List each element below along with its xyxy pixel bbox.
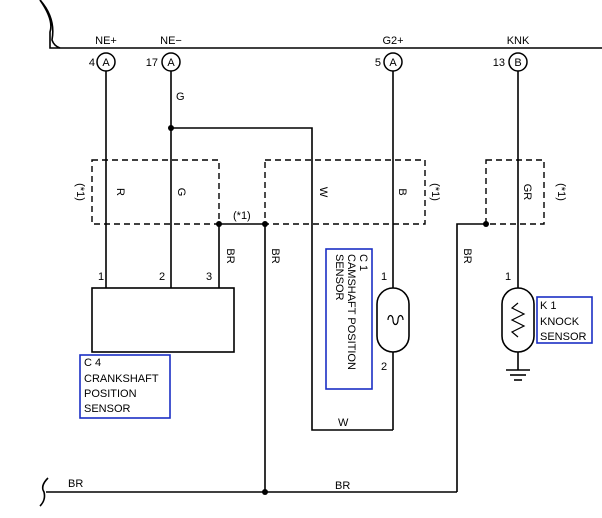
shield-box-crank xyxy=(91,159,220,225)
terminal-pin: 13 xyxy=(493,57,505,69)
terminal-pin: 5 xyxy=(375,57,381,69)
camshaft-label-box xyxy=(325,248,373,390)
splice-bottom xyxy=(262,489,268,495)
crank-pin-3: 3 xyxy=(206,271,212,283)
note-star1-left: (*1) xyxy=(74,183,86,201)
knock-sensor-body xyxy=(501,287,535,353)
wire-label-b: B xyxy=(396,188,408,195)
camshaft-name-1: CAMSHAFT POSITION xyxy=(345,254,357,370)
wire-br-knock xyxy=(456,223,486,492)
wire-label-g: G xyxy=(175,188,187,197)
crank-pin-2: 2 xyxy=(159,271,165,283)
wire-label-br-crank: BR xyxy=(224,248,236,263)
wire-label-br-knock: BR xyxy=(461,248,473,263)
knock-name-1: KNOCK xyxy=(540,316,580,328)
wire-label-br-bottom-mid: BR xyxy=(335,480,350,492)
camshaft-code: C 1 xyxy=(357,254,369,271)
crankshaft-sensor-body xyxy=(91,287,235,353)
terminal-signal: NE− xyxy=(160,35,182,47)
terminal-g2-plus: G2+ 5 A xyxy=(375,35,404,72)
camshaft-coil-icon xyxy=(387,314,404,326)
knock-label-box xyxy=(536,296,593,344)
terminal-ne-plus: NE+ 4 A xyxy=(89,35,117,72)
knock-pin-1: 1 xyxy=(505,271,511,283)
crankshaft-code: C 4 xyxy=(84,357,101,369)
terminal-signal: G2+ xyxy=(382,35,403,47)
cam-pin-2: 2 xyxy=(381,361,387,373)
note-star1-knock: (*1) xyxy=(555,183,567,201)
terminal-signal: KNK xyxy=(507,35,530,47)
terminal-pin: 4 xyxy=(89,57,95,69)
wire-label-br-bottom-left: BR xyxy=(68,478,83,490)
wire-label-br-mid: BR xyxy=(269,248,281,263)
ecu-boundary-top xyxy=(39,0,61,49)
terminal-connector: A xyxy=(389,57,397,69)
crankshaft-label-box xyxy=(79,354,171,419)
wire-label-g-top: G xyxy=(176,91,185,103)
wire-label-w-bottom: W xyxy=(338,417,349,429)
knock-code: K 1 xyxy=(540,300,557,312)
wire-label-w: W xyxy=(317,187,329,198)
terminal-signal: NE+ xyxy=(95,35,117,47)
terminal-ne-minus: NE− 17 A xyxy=(146,35,182,72)
knock-name-2: SENSOR xyxy=(540,331,587,343)
wire-label-gr: GR xyxy=(521,184,533,201)
shield-box-cam xyxy=(264,159,426,225)
ground-boundary xyxy=(39,477,49,507)
knock-element-icon xyxy=(510,302,526,338)
wire-shield-w xyxy=(171,127,393,431)
terminal-connector: A xyxy=(102,57,110,69)
camshaft-name-2: SENSOR xyxy=(333,254,345,301)
terminal-pin: 17 xyxy=(146,57,158,69)
note-star1-cam: (*1) xyxy=(429,183,441,201)
crankshaft-name-1: CRANKSHAFT xyxy=(84,373,159,385)
shield-box-knock xyxy=(485,159,545,225)
terminal-connector: B xyxy=(514,57,521,69)
crankshaft-name-3: SENSOR xyxy=(84,403,131,415)
wire-label-r: R xyxy=(114,188,126,196)
note-star1-mid: (*1) xyxy=(233,210,251,222)
crankshaft-name-2: POSITION xyxy=(84,388,137,400)
cam-pin-1: 1 xyxy=(381,271,387,283)
crank-pin-1: 1 xyxy=(98,271,104,283)
terminal-connector: A xyxy=(167,57,175,69)
terminal-knk: KNK 13 B xyxy=(493,35,530,72)
